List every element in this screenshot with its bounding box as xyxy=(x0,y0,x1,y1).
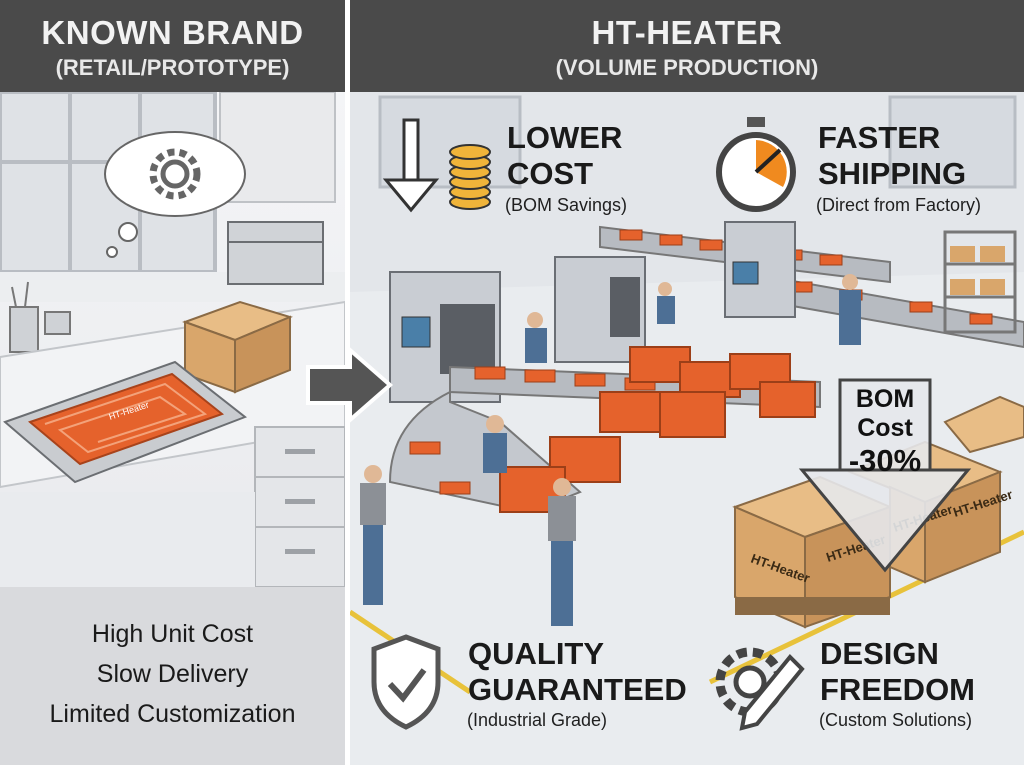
factory-machine-2 xyxy=(554,256,646,363)
coins-down-icon xyxy=(382,118,491,213)
factory-workers xyxy=(360,274,861,626)
workbench-scene-svg: HT-Heater xyxy=(0,92,345,587)
drawback-high-unit-cost: High Unit Cost xyxy=(91,620,254,648)
known-brand-drawbacks: High Unit Cost Slow Delivery Limited Cus… xyxy=(0,587,345,765)
factory-illustration: HT-Heater HT-Heater HT-Heater HT-Heater xyxy=(350,92,1024,765)
feature-design-freedom-subtitle: (Custom Solutions) xyxy=(819,710,973,730)
drawback-slow-delivery: Slow Delivery xyxy=(96,660,249,688)
known-brand-subtitle: (RETAIL/PROTOTYPE) xyxy=(55,55,290,80)
known-brand-panel: KNOWN BRAND (RETAIL/PROTOTYPE) xyxy=(0,0,345,765)
factory-machine-3 xyxy=(724,221,796,318)
bom-cost-arrow-icon xyxy=(798,378,972,573)
feature-lower-cost-subtitle: (BOM Savings) xyxy=(505,195,628,215)
ht-heater-panel: HT-HEATER (VOLUME PRODUCTION) xyxy=(350,0,1024,765)
feature-quality-title: QUALITY GUARANTEED xyxy=(468,636,687,707)
shield-check-icon xyxy=(371,634,441,730)
bom-cost-label: BOM Cost -30% xyxy=(848,385,922,478)
feature-design-freedom-title: DESIGN FREEDOM xyxy=(820,636,975,707)
transition-arrow-icon xyxy=(306,345,394,425)
thought-cloud-icon xyxy=(104,131,246,258)
stopwatch-icon xyxy=(716,117,796,212)
feature-lower-cost-title: LOWER COST xyxy=(507,120,623,191)
heater-pad-icon: HT-Heater xyxy=(27,372,225,466)
feature-faster-shipping-title: FASTER SHIPPING xyxy=(818,120,967,191)
ht-heater-title: HT-HEATER xyxy=(591,14,783,51)
gear-pencil-icon xyxy=(715,647,805,731)
ht-heater-header: HT-HEATER (VOLUME PRODUCTION) xyxy=(350,0,1024,92)
feature-quality-subtitle: (Industrial Grade) xyxy=(467,710,608,730)
known-brand-header: KNOWN BRAND (RETAIL/PROTOTYPE) xyxy=(0,0,345,92)
drawback-limited-customization: Limited Customization xyxy=(49,700,296,728)
factory-scene-svg: HT-Heater HT-Heater HT-Heater HT-Heater xyxy=(350,92,1024,765)
cardboard-box-icon xyxy=(182,300,293,394)
feature-faster-shipping-subtitle: (Direct from Factory) xyxy=(816,195,982,215)
workbench-illustration: HT-Heater xyxy=(0,92,345,587)
known-brand-title: KNOWN BRAND xyxy=(41,14,304,51)
factory-machine-1 xyxy=(389,271,501,403)
ht-heater-subtitle: (VOLUME PRODUCTION) xyxy=(555,55,819,80)
